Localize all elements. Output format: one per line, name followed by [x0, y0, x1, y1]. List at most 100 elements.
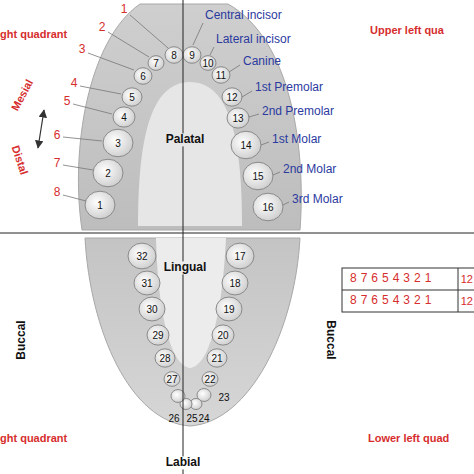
tooth-number: 29 [152, 330, 163, 341]
leader-line [249, 114, 259, 117]
tooth [134, 68, 152, 85]
tongue-area [156, 238, 226, 368]
tooth [227, 108, 249, 128]
tooth-number: 32 [136, 251, 147, 262]
quadrant-label: ght quadrant [0, 432, 67, 444]
leader-line [108, 32, 149, 57]
leader-line [63, 165, 93, 170]
surface-label: Labial [164, 456, 203, 469]
tooth-number: 9 [189, 50, 195, 61]
tooth [148, 56, 164, 71]
tooth-number: 27 [166, 374, 177, 385]
tooth [202, 372, 218, 387]
table-rule [342, 290, 474, 291]
quadrant-number: 8 [54, 186, 61, 199]
leader-line [130, 15, 168, 48]
tooth-number: 26 [168, 413, 179, 424]
tooth-number: 8 [171, 50, 177, 61]
leader-line [273, 172, 280, 175]
table-cell: 12 [461, 295, 473, 307]
tooth [134, 271, 160, 295]
tooth-number: 22 [204, 374, 215, 385]
tooth [155, 349, 175, 367]
leader-line [63, 195, 86, 201]
quadrant-number: 6 [54, 129, 61, 142]
tooth-name: 3rd Molar [292, 193, 343, 206]
leader-line [210, 47, 214, 55]
tooth [216, 297, 242, 321]
tooth-number: 20 [217, 330, 228, 341]
direction-label: Mesial [9, 77, 35, 112]
tooth [128, 243, 156, 269]
quadrant-number: 3 [79, 43, 86, 56]
leader-line [88, 53, 134, 70]
tooth-number: 6 [140, 71, 146, 82]
tooth [85, 191, 115, 219]
tooth-number: 17 [234, 251, 245, 262]
leader-line [63, 137, 102, 141]
tooth-number: 1 [97, 200, 103, 211]
tooth [122, 88, 142, 106]
tooth [93, 159, 123, 187]
tooth-number: 23 [218, 392, 229, 403]
quadrant-number: 2 [99, 21, 106, 34]
occlusal-line [0, 233, 474, 234]
tooth-number: 24 [198, 413, 209, 424]
lower-jaw-model [85, 238, 300, 426]
midline [183, 0, 184, 474]
tooth-number: 2 [105, 168, 111, 179]
tooth [165, 47, 183, 64]
tooth-name: Central incisor [205, 9, 282, 22]
palate [138, 82, 242, 226]
tooth-number: 28 [159, 353, 170, 364]
teeth [85, 47, 283, 410]
tooth [212, 325, 234, 345]
tooth [103, 129, 133, 157]
tooth [200, 56, 216, 71]
leader-line [73, 104, 112, 114]
tooth-number: 4 [121, 112, 127, 123]
tooth-name: 2nd Molar [283, 163, 336, 176]
quadrant-number: 5 [64, 95, 71, 108]
tooth-name: Canine [243, 55, 281, 68]
tooth-number: 12 [226, 92, 237, 103]
tooth [253, 193, 283, 221]
tooth-number: 21 [211, 353, 222, 364]
tooth [207, 349, 227, 367]
quadrant-label: Lower left quad [368, 432, 449, 444]
direction-arrow [38, 110, 44, 148]
tooth-number: 7 [153, 58, 159, 69]
leader-line [261, 142, 269, 145]
quadrant-label: ght quadrant [0, 28, 67, 40]
tooth-number: 18 [229, 278, 240, 289]
table-cell: 87654321 [350, 272, 435, 285]
leader-line [80, 86, 121, 94]
tooth-name: 1st Premolar [255, 81, 323, 94]
quadrant-number: 4 [71, 77, 78, 90]
table-cell: 12 [461, 273, 473, 285]
leader-line [283, 202, 289, 205]
tooth [164, 372, 180, 387]
leader-line [229, 65, 240, 72]
tooth [222, 271, 248, 295]
tooth-name: 2nd Premolar [262, 105, 334, 118]
quadrant-number: 1 [121, 3, 128, 16]
tooth [243, 162, 273, 190]
direction-label: Distal [10, 144, 31, 176]
tooth [226, 243, 254, 269]
tooth-number: 11 [216, 70, 226, 81]
tooth [147, 325, 169, 345]
tooth-number: 13 [232, 113, 243, 124]
surface-label: Lingual [162, 261, 209, 274]
tooth-number: 30 [146, 304, 157, 315]
tooth-number: 10 [202, 58, 213, 69]
leader-line [242, 91, 252, 97]
surface-label: Buccal [15, 318, 28, 361]
tooth [113, 107, 135, 127]
surface-label: Buccal [323, 318, 336, 361]
tooth-number: 3 [115, 138, 121, 149]
tooth-number: 31 [141, 278, 152, 289]
surface-label: Palatal [164, 133, 207, 146]
